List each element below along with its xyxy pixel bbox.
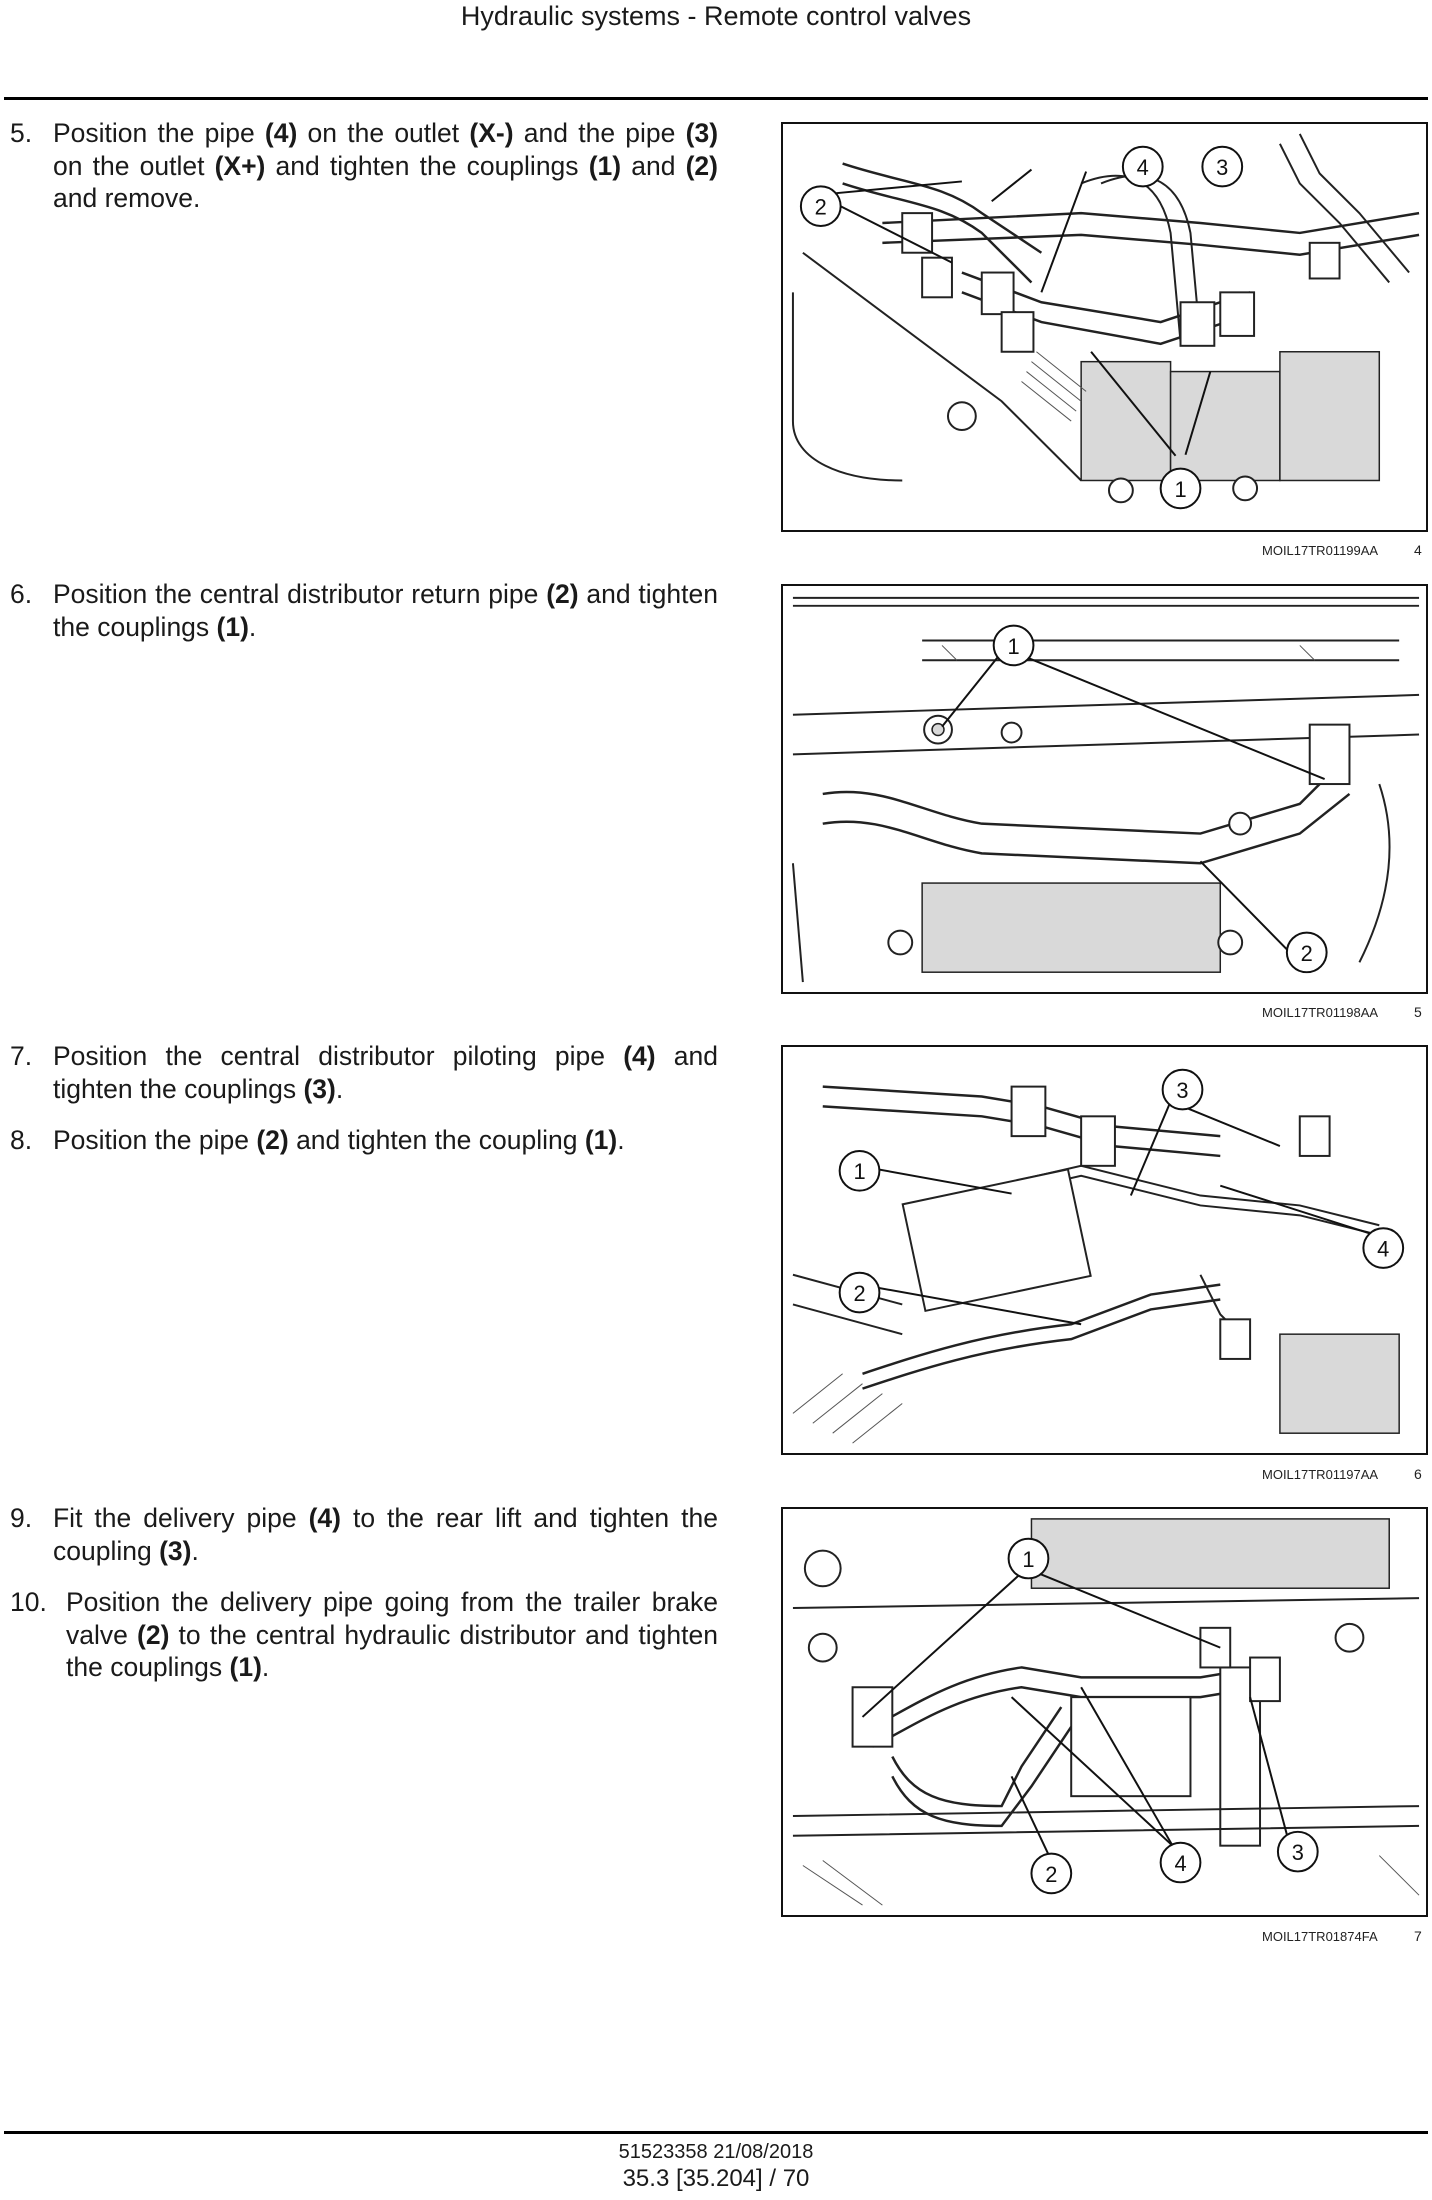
illustration-lines: [792, 1518, 1420, 1906]
svg-text:4: 4: [1174, 1851, 1186, 1876]
svg-text:1: 1: [853, 1159, 865, 1184]
callout-2: 2: [1285, 931, 1328, 974]
step-number: 8.: [10, 1125, 33, 1155]
svg-text:1: 1: [1174, 477, 1186, 502]
figure-4-illustration: 2 4 3 1: [781, 122, 1428, 532]
step-number: 5.: [10, 118, 33, 148]
svg-text:4: 4: [1137, 155, 1149, 180]
step-10: 10. Position the delivery pipe going fro…: [10, 1586, 718, 1684]
illustration-lines: [792, 1085, 1400, 1444]
figure-code: MOIL17TR01198AA: [1262, 1005, 1379, 1020]
callout-1: 1: [838, 1149, 881, 1192]
callout-1: 1: [1007, 1537, 1050, 1580]
leader-lines: [834, 168, 1212, 457]
figure-number: 7: [1414, 1928, 1422, 1944]
footer-page-number: 35.3 [35.204] / 70: [622, 2165, 810, 2192]
illustration-lines: [791, 133, 1420, 504]
step-8: 8. Position the pipe (2) and tighten the…: [10, 1124, 718, 1157]
footer-document-id: 51523358 21/08/2018: [618, 2141, 814, 2163]
step-text: Fit the delivery pipe (4) to the rear li…: [53, 1503, 718, 1566]
header-rule: [4, 97, 1428, 100]
step-text: Position the central distributor return …: [53, 579, 718, 642]
callout-3: 3: [1161, 1068, 1204, 1111]
svg-text:1: 1: [1022, 1547, 1034, 1572]
footer-rule: [4, 2131, 1428, 2134]
step-text: Position the pipe (2) and tighten the co…: [53, 1125, 625, 1155]
callout-3: 3: [1201, 145, 1244, 188]
svg-text:4: 4: [1377, 1237, 1389, 1262]
callout-4: 4: [1121, 145, 1164, 188]
leader-lines: [861, 1567, 1291, 1861]
callout-1: 1: [1159, 467, 1202, 510]
figure-7-illustration: 1 4 3 2: [781, 1507, 1428, 1917]
callout-2: 2: [838, 1271, 881, 1314]
svg-text:3: 3: [1216, 155, 1228, 180]
step-number: 10.: [10, 1587, 47, 1617]
step-7: 7. Position the central distributor pilo…: [10, 1040, 718, 1105]
svg-text:2: 2: [815, 195, 827, 220]
figure-number: 4: [1414, 542, 1422, 558]
callout-2: 2: [1030, 1852, 1073, 1895]
figure-number: 5: [1414, 1004, 1422, 1020]
figure-number: 6: [1414, 1466, 1422, 1482]
svg-text:3: 3: [1176, 1078, 1188, 1103]
step-number: 6.: [10, 579, 33, 609]
svg-text:2: 2: [853, 1281, 865, 1306]
step-number: 7.: [10, 1041, 33, 1071]
step-9: 9. Fit the delivery pipe (4) to the rear…: [10, 1502, 718, 1567]
svg-text:2: 2: [1301, 941, 1313, 966]
step-text: Position the central distributor pilotin…: [53, 1041, 718, 1104]
callout-3: 3: [1276, 1830, 1319, 1873]
figure-code: MOIL17TR01874FA: [1262, 1929, 1378, 1944]
svg-text:2: 2: [1045, 1862, 1057, 1887]
illustration-lines: [791, 596, 1420, 983]
step-5: 5. Position the pipe (4) on the outlet (…: [10, 117, 718, 215]
svg-text:1: 1: [1007, 634, 1019, 659]
callout-1: 1: [992, 624, 1035, 667]
svg-text:3: 3: [1292, 1840, 1304, 1865]
step-text: Position the pipe (4) on the outlet (X-)…: [53, 118, 719, 213]
figure-code: MOIL17TR01197AA: [1262, 1467, 1379, 1482]
callout-4: 4: [1362, 1227, 1405, 1269]
figure-code: MOIL17TR01199AA: [1262, 543, 1379, 558]
step-text: Position the delivery pipe going from th…: [66, 1587, 718, 1682]
page-header-title: Hydraulic systems - Remote control valve…: [460, 1, 972, 31]
figure-6-illustration: 3 1 4 2: [781, 1045, 1428, 1455]
figure-5-illustration: 1 2: [781, 584, 1428, 994]
step-6: 6. Position the central distributor retu…: [10, 578, 718, 643]
callout-4: 4: [1159, 1841, 1202, 1884]
callout-2: 2: [799, 185, 842, 227]
leader-lines: [941, 656, 1326, 954]
step-number: 9.: [10, 1503, 33, 1533]
